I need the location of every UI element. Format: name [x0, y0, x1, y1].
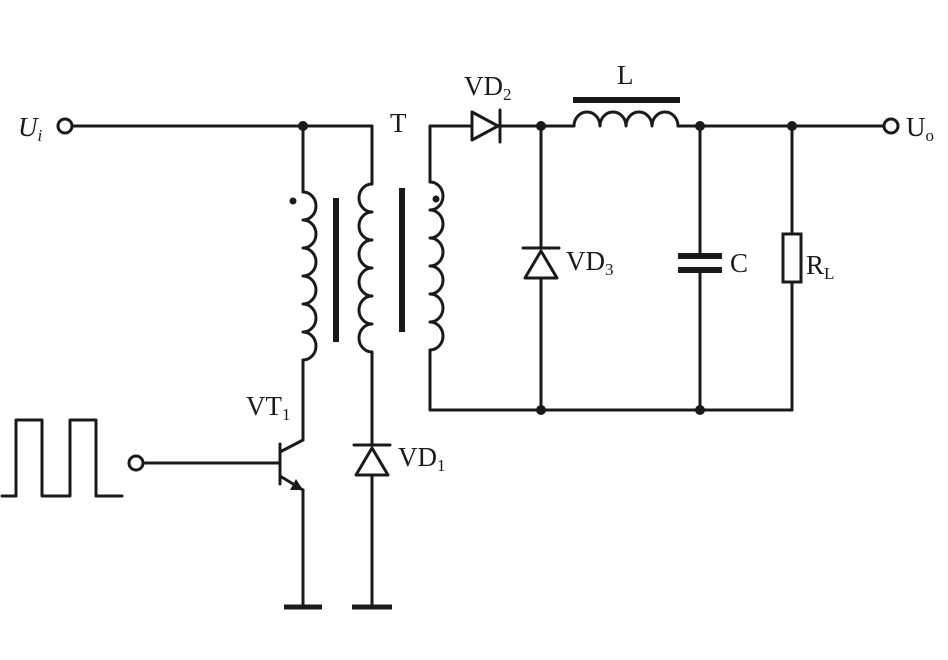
transistor-vt1 [278, 438, 305, 608]
diode-vd1 [352, 438, 392, 608]
drive-input-terminal [127, 454, 145, 472]
capacitor-label: C [730, 248, 748, 278]
diode-vd1-label: VD1 [398, 442, 446, 475]
secondary-winding [428, 180, 445, 352]
input-terminal [56, 117, 74, 135]
output-label: Uo [906, 112, 934, 145]
capacitor-c [678, 124, 722, 412]
cap-bottom-junction-dot [695, 405, 705, 415]
pwm-pulse-waveform [0, 418, 124, 498]
load-label: RL [806, 250, 834, 283]
transistor-label: VT1 [246, 391, 291, 424]
diode-vd2 [456, 108, 576, 144]
primary-winding [301, 190, 318, 362]
primary-polarity-dot [289, 197, 297, 205]
transformer-label: T [390, 108, 407, 138]
diode-vd2-label: VD2 [464, 71, 512, 104]
input-label: Ui [18, 112, 43, 145]
diode-vd3-label: VD3 [566, 246, 614, 279]
inductor-l [572, 110, 680, 128]
reset-winding [357, 182, 374, 354]
load-resistor [781, 124, 803, 412]
output-terminal [882, 117, 900, 135]
diode-vd3 [521, 124, 561, 412]
vd3-bottom-junction-dot [536, 405, 546, 415]
secondary-polarity-dot [432, 195, 440, 203]
inductor-label: L [617, 60, 634, 90]
